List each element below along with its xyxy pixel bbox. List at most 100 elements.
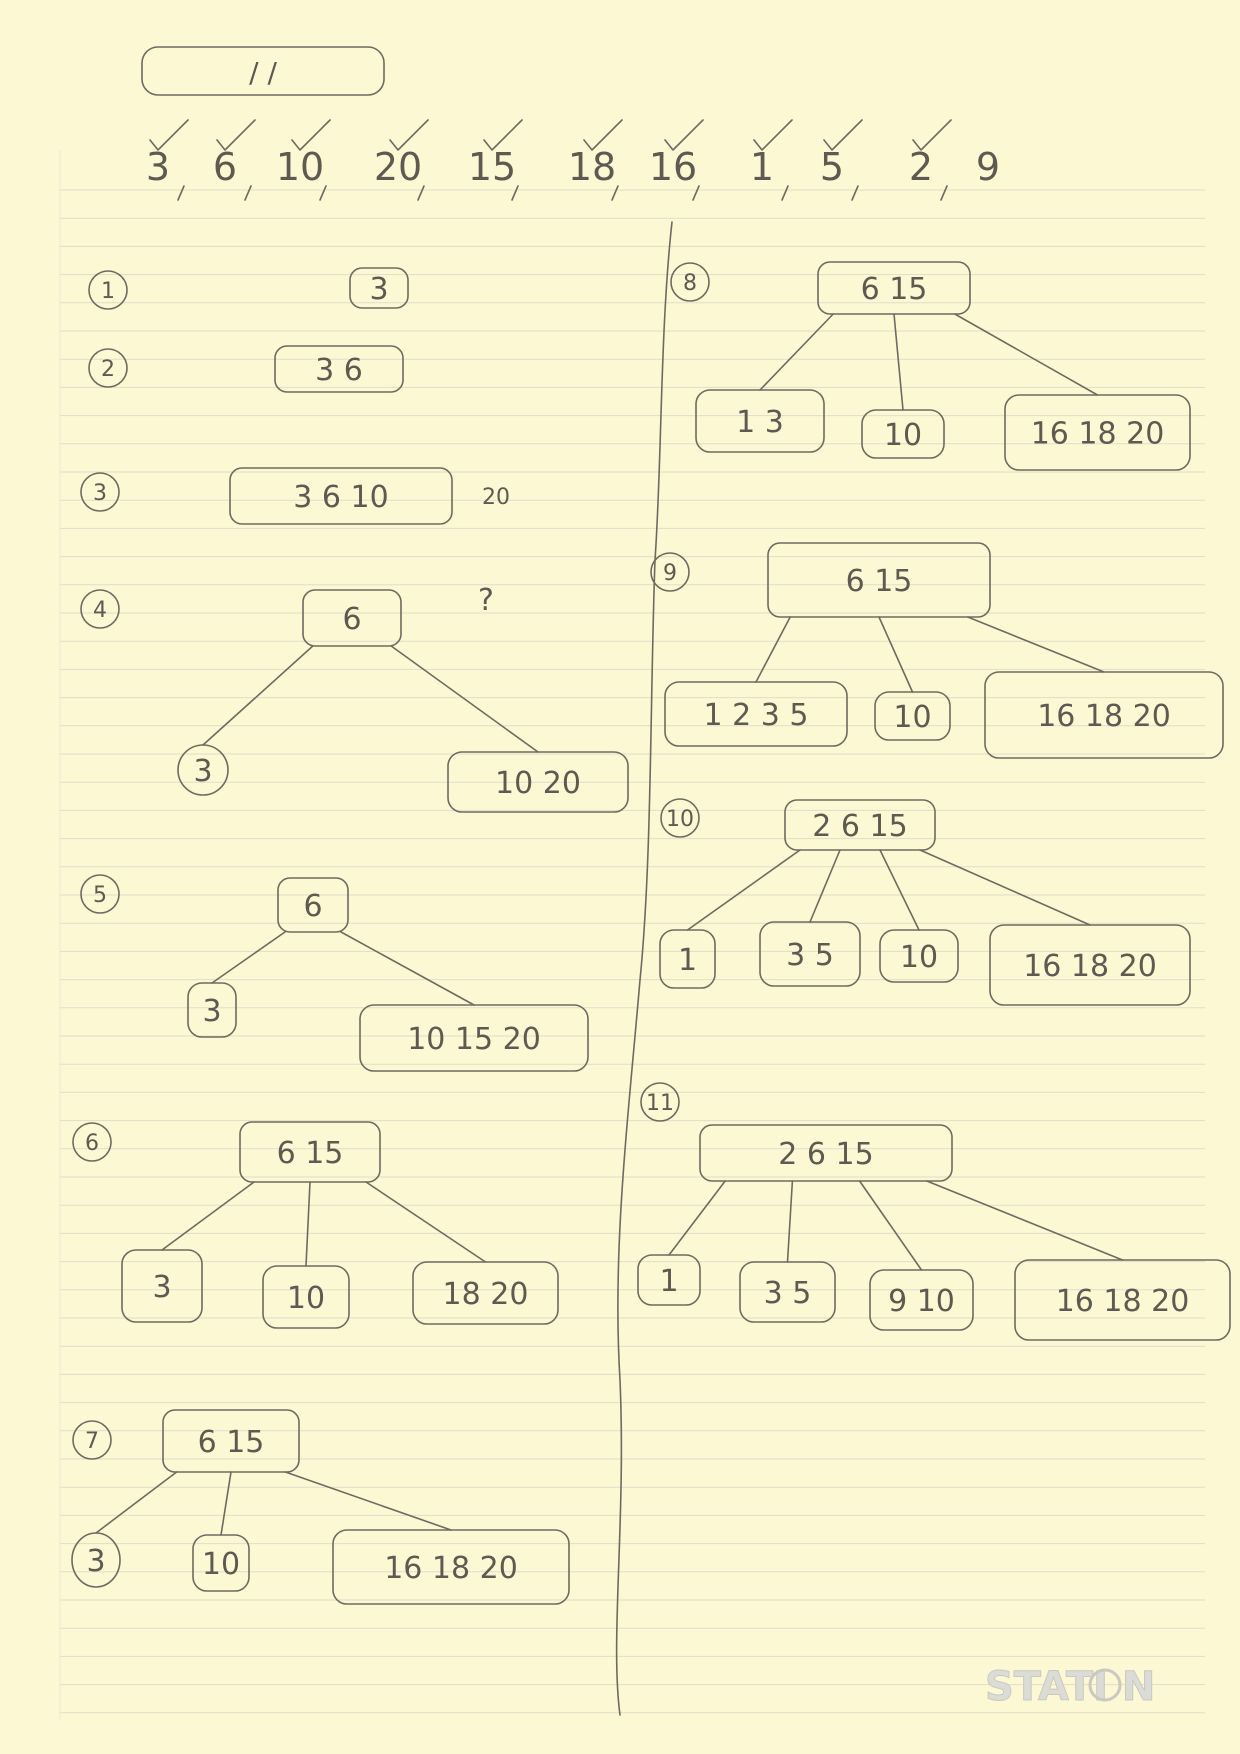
step-number-circle (88, 270, 128, 310)
root-node-keys: 3 (369, 272, 388, 307)
root-node-keys: 3 6 10 (293, 480, 388, 515)
child-node-box (759, 921, 861, 987)
header-box: / / (141, 46, 385, 96)
root-node-box (784, 799, 936, 851)
sequence-value: 9 (976, 145, 1000, 189)
step-number: 5 (93, 883, 107, 908)
logo-text: STATI N (985, 1664, 1155, 1710)
root-node-keys: 6 15 (846, 564, 913, 599)
tree-edge (919, 849, 1091, 926)
step-number: 8 (683, 271, 697, 296)
check-mark-icon (389, 119, 429, 151)
child-node-box (192, 1534, 250, 1592)
tree-edge (340, 931, 475, 1006)
child-node-keys: 10 (900, 940, 938, 975)
child-node-box (1014, 1259, 1231, 1341)
step-number-circle (80, 874, 120, 914)
root-node-keys: 6 (342, 602, 361, 637)
root-node-box (699, 1124, 953, 1182)
step-number-circle (72, 1420, 112, 1460)
step-note: 20 (482, 485, 510, 510)
tree-step-2: 2 3 6 (88, 345, 404, 393)
sequence-comma (511, 185, 519, 201)
child-node-box (861, 409, 945, 459)
step-number: 11 (646, 1091, 674, 1116)
tree-edge (966, 616, 1105, 673)
sequence-value: 10 (276, 145, 324, 189)
tree-edge (95, 1471, 178, 1534)
check-mark-icon (753, 119, 793, 151)
child-node-keys: 9 10 (888, 1284, 955, 1319)
step-number: 3 (93, 481, 107, 506)
root-node-keys: 3 6 (315, 353, 363, 388)
check-mark-icon (583, 119, 623, 151)
step-note: ? (478, 583, 494, 618)
step-number: 2 (101, 357, 115, 382)
sequence-comma (417, 185, 425, 201)
child-node-keys: 10 (884, 418, 922, 453)
child-node-box (332, 1529, 570, 1605)
child-node-keys: 3 (193, 754, 212, 789)
child-node-box (879, 929, 959, 983)
sequence-comma (692, 185, 700, 201)
sequence-value: 5 (820, 145, 844, 189)
tree-edge (284, 1471, 452, 1531)
station-logo: STATI N (985, 1664, 1156, 1711)
child-node-box (664, 681, 848, 747)
tree-edge (893, 313, 904, 411)
sequence-comma (244, 185, 252, 201)
child-node-keys: 16 18 20 (1031, 417, 1165, 452)
child-node-keys: 3 5 (764, 1276, 812, 1311)
child-node-box (1004, 394, 1191, 471)
child-node-keys: 10 15 20 (407, 1022, 541, 1057)
check-mark-icon (149, 119, 189, 151)
child-node-keys: 10 (202, 1547, 240, 1582)
child-node-keys: 10 (893, 700, 931, 735)
child-node-keys: 3 5 (786, 938, 834, 973)
tree-edge (925, 1180, 1124, 1261)
sequence-comma (177, 185, 185, 201)
child-node-box (262, 1265, 350, 1329)
root-node-box (274, 345, 404, 393)
tree-edge (305, 1181, 311, 1267)
tree-edge (686, 849, 801, 931)
root-node-keys: 6 15 (198, 1425, 265, 1460)
root-node-box (229, 467, 453, 525)
child-node-box (447, 751, 629, 813)
check-mark-icon (216, 119, 256, 151)
sequence-comma (940, 185, 948, 201)
check-mark-icon (823, 119, 863, 151)
child-node-box (412, 1261, 559, 1325)
child-node-keys: 3 (202, 994, 221, 1029)
sequence-value: 1 (750, 145, 774, 189)
root-node-box (302, 589, 402, 647)
check-mark-icon (912, 119, 952, 151)
child-node-box (984, 671, 1224, 759)
sequence-value: 2 (909, 145, 933, 189)
tree-edge (161, 1181, 255, 1251)
tree-edge (755, 616, 792, 683)
child-node-keys: 10 20 (495, 766, 581, 801)
child-node-keys: 1 3 (736, 405, 784, 440)
tree-edge (809, 849, 841, 923)
child-node-box (187, 982, 237, 1038)
child-node-box (637, 1254, 701, 1306)
check-mark-icon (291, 119, 331, 151)
child-node-keys: 1 (659, 1264, 678, 1299)
child-node-keys: 16 18 20 (384, 1551, 518, 1586)
sequence-comma (851, 185, 859, 201)
step-number: 10 (666, 807, 694, 832)
tree-edge (365, 1181, 487, 1263)
child-node-keys: 18 20 (443, 1277, 529, 1312)
sequence-value: 15 (468, 145, 516, 189)
